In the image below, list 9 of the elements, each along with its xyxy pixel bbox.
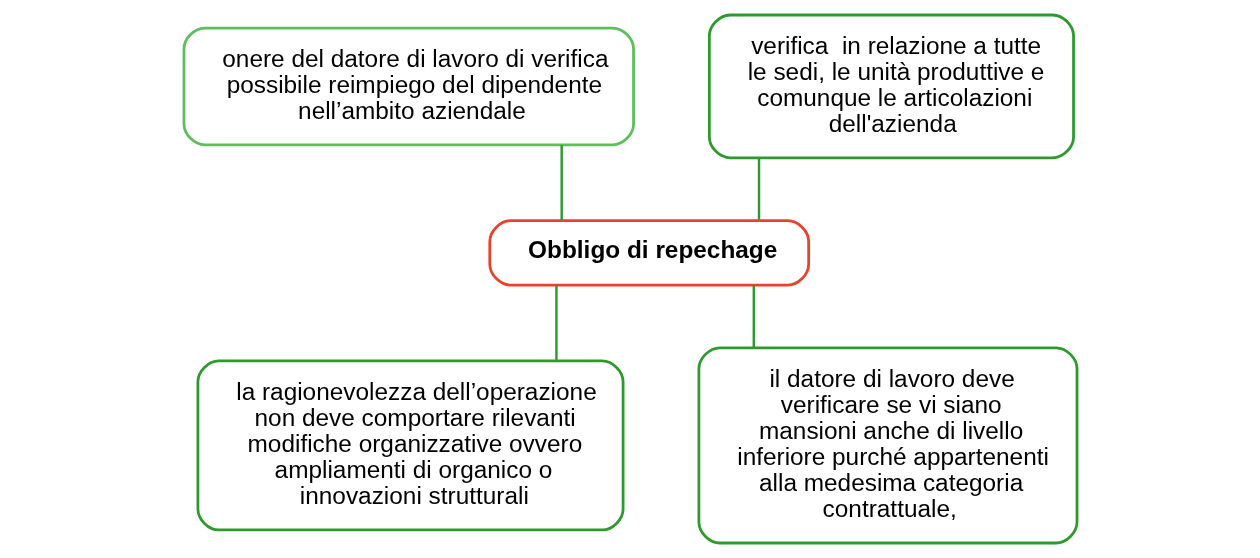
- connector: [752, 285, 755, 348]
- node-box: il datore di lavoro deve verificare se vi siano mansioni anche di livello inferiore purché appartenenti alla medesima categoria contrattuale,: [697, 346, 1078, 545]
- connector: [559, 145, 563, 221]
- node-box: la ragionevolezza dell’operazione non deve comportare rilevanti modifiche organizzative ovvero ampliamenti di organico o innovazioni strutturali: [196, 359, 624, 532]
- node-box: verifica in relazione a tutte le sedi, le unità produttive e comunque le articolazioni dell'azienda: [707, 13, 1075, 160]
- connector: [757, 158, 760, 220]
- node-box: onere del datore di lavoro di verifica possibile reimpiego del dipendente nell’ambito aziendale: [182, 26, 635, 147]
- node-box: Obbligo di repechage: [487, 219, 810, 287]
- connector: [554, 285, 558, 361]
